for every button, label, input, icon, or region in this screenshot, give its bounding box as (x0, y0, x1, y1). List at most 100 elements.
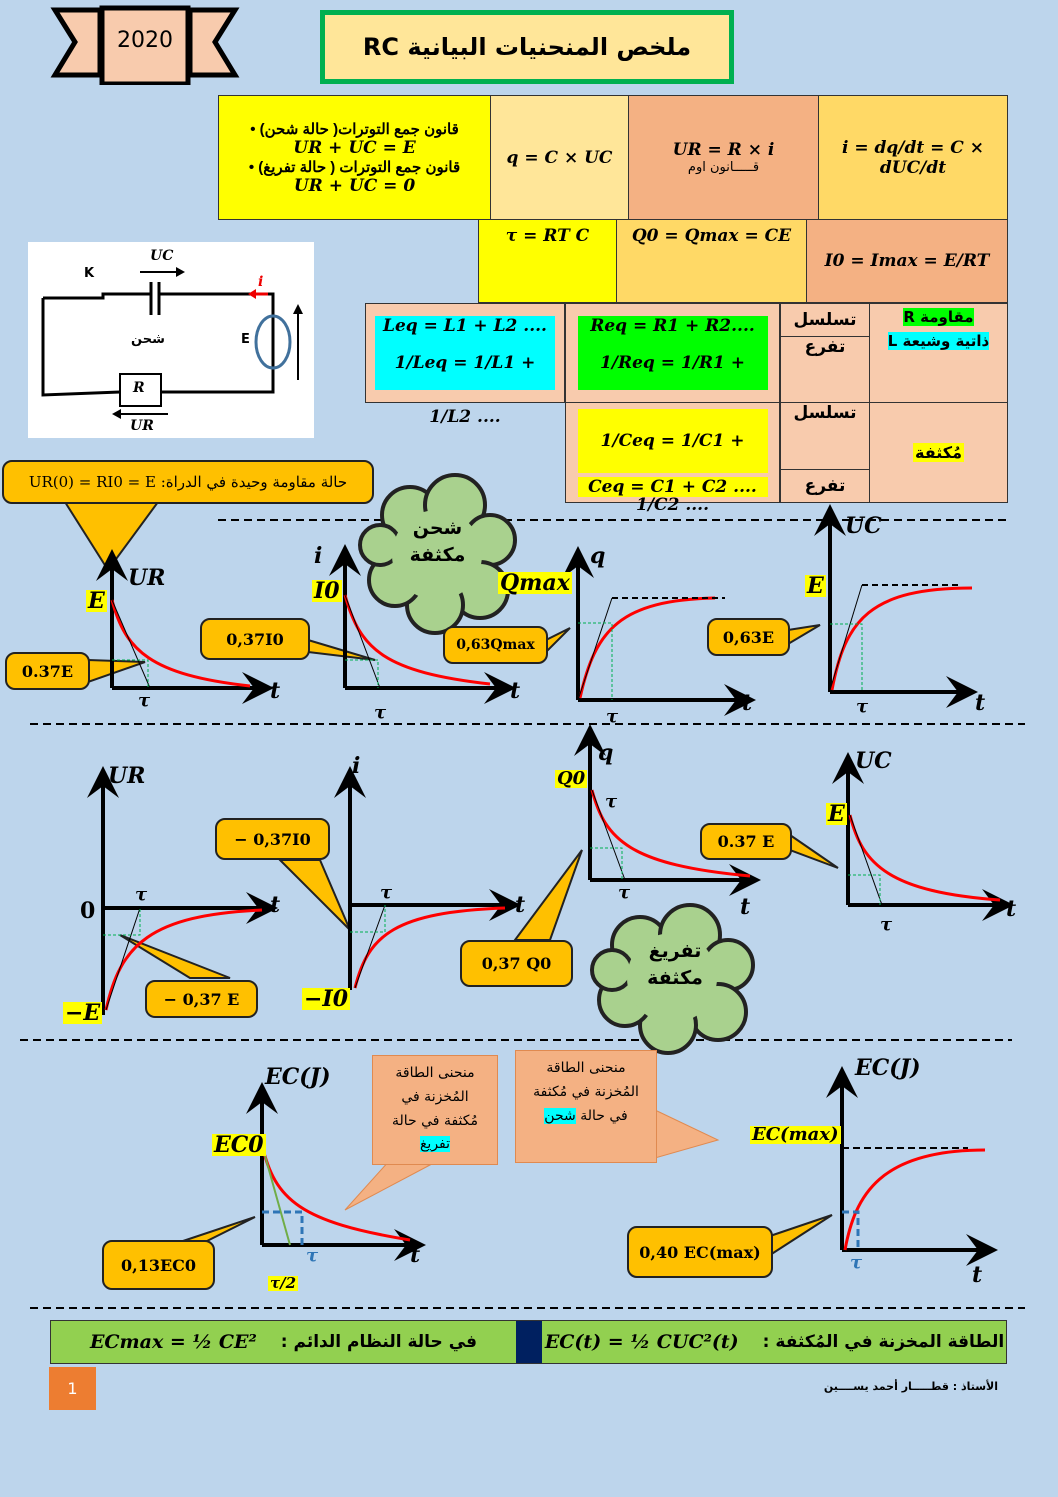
callout-037e-discharge: 0.37 E (700, 823, 792, 860)
start-label: −E (63, 1000, 103, 1026)
capacitor-type-cell: مُكثفة (869, 402, 1008, 503)
uc-label: UC (150, 248, 174, 264)
note-line: منحنى الطاقة (395, 1065, 475, 1081)
axis-label-x: t (972, 1262, 983, 1288)
charge-law-label: قانون جمع التوترات( حالة شحن) • (250, 120, 459, 138)
axis-label-y: EC(J) (855, 1055, 921, 1081)
series-label-c: تسلسل (780, 402, 870, 470)
charge-equation: UR + UC = E (293, 137, 416, 158)
tau-label: τ (850, 1252, 863, 1273)
graph-discharge-uc (832, 752, 1014, 921)
parallel-label: تفرع (780, 336, 870, 403)
callout-pointer (545, 627, 571, 655)
callout-minus-037i0: − 0,37I0 (215, 818, 330, 860)
resistor-eq-cell: Req = R1 + R2.... 1/Req = 1/R1 + 1/R2 ..… (565, 303, 780, 427)
switch-label: K (84, 266, 95, 281)
start-label: E (826, 801, 847, 827)
callout-pointer (789, 833, 839, 869)
discharge-law-label: قانون جمع التوترات ( حالة تفريغ) • (248, 158, 461, 176)
tau-label-upper: τ (605, 791, 618, 812)
energy-formula: الطاقة المخزنة في المُكثفة : EC(t) = ½ C… (542, 1321, 1007, 1363)
axis-label-x: t (270, 892, 281, 918)
graph-charge-ur (96, 549, 274, 704)
single-resistor-callout: حالة مقاومة وحيدة في الدراة: UR(0) = RI0… (2, 460, 374, 504)
graph-discharge-ur (87, 766, 278, 1015)
note-line: منحنى الطاقة (546, 1060, 626, 1076)
discharge-equation: UR + UC = 0 (293, 175, 416, 196)
tau-label: τ (880, 914, 893, 935)
axis-label-x: t (975, 690, 986, 716)
tau-label: τ (856, 696, 869, 717)
axis-label-y: q (590, 543, 606, 569)
axis-label-x: t (410, 1242, 421, 1268)
ohm-cell: UR = R × i قـــــانون اوم (628, 95, 819, 220)
callout-pointers (63, 501, 839, 1257)
axis-label-x: t (1006, 896, 1017, 922)
energy-formula-bar: في حالة النظام الدائم : ECmax = ½ CE² ال… (50, 1320, 1007, 1364)
curve (110, 599, 251, 688)
discharge-energy-note: منحنى الطاقة المُخزنة في مُكثفة في حالة … (372, 1055, 498, 1165)
steady-label: في حالة النظام الدائم : (280, 1332, 478, 1352)
steady-formula: ECmax = ½ CE² (89, 1331, 257, 1353)
graph-charge-uc (814, 504, 978, 708)
axis-label-y: UR (128, 565, 166, 591)
callout-013ec0: 0,13EC0 (102, 1240, 215, 1290)
tau-label: τ (380, 882, 393, 903)
page-number: 1 (49, 1367, 96, 1410)
callout-pointer (119, 934, 231, 979)
capacitor-label: مُكثفة (913, 443, 964, 462)
r-series: Req = R1 + R2.... (577, 316, 768, 336)
cloud-discharge (590, 903, 755, 1055)
axis-label-x: t (510, 678, 521, 704)
divider (516, 1321, 542, 1363)
tau-label: τ (618, 882, 631, 903)
start-label: E (86, 588, 107, 614)
note-highlight: تفريغ (419, 1136, 451, 1153)
axis-label-y: i (352, 753, 361, 779)
energy-label: الطاقة المخزنة في المُكثفة : (762, 1332, 1005, 1352)
axis-label-x: t (742, 690, 753, 716)
page-title: ملخص المنحنيات البيانية RC (320, 10, 734, 84)
separators (20, 519, 1025, 1309)
generator-symbol (254, 314, 292, 370)
cloud-charge-text: شحن مكثفة (409, 517, 466, 566)
callout-pointer (277, 859, 351, 931)
author-label: الأستاذ : قطـــــار أحمد يســــين (823, 1380, 998, 1393)
callout-pointer (769, 1214, 833, 1257)
axis-label-y: i (314, 543, 323, 569)
axis-label-y: UR (108, 763, 146, 789)
series-label: تسلسل (780, 303, 870, 337)
i0-cell: I0 = Imax = E/RT (806, 219, 1008, 303)
tau-label: τ (374, 702, 387, 723)
charge-energy-note: منحنى الطاقة المُخزنة في مُكثفة في حالة … (515, 1050, 657, 1163)
axis-label-x: t (740, 894, 751, 920)
equivalents-table: Leq = L1 + L2 .... 1/Leq = 1/L1 + 1/L2 .… (365, 303, 1008, 515)
origin-label: 0 (80, 898, 96, 924)
steady-state-formula: في حالة النظام الدائم : ECmax = ½ CE² (51, 1321, 516, 1363)
start-label: EC0 (212, 1132, 266, 1158)
ohm-label: قـــــانون اوم (687, 160, 760, 175)
tau-label: τ (135, 884, 148, 905)
energy-formula-text: EC(t) = ½ CUC²(t) (544, 1331, 739, 1353)
note-line: المُخزنة في مُكثفة (533, 1083, 639, 1100)
capacitor-eq-cell: 1/Ceq = 1/C1 + 1/C2 .... Ceq = C1 + C2 .… (565, 402, 780, 515)
cloud-charge (358, 473, 517, 635)
axis-label-y: UC (855, 748, 892, 774)
note-line: المُخزنة في (401, 1088, 469, 1105)
tau-label: τ (138, 690, 151, 711)
graph-discharge-q (574, 724, 761, 896)
axis-label-y: UC (845, 513, 882, 539)
charge-state-label: شحن (131, 332, 165, 347)
callout-pointer (63, 501, 160, 572)
tau-cell: τ = RT C (478, 219, 617, 303)
axis-label-y: q (598, 740, 614, 766)
note-pointer (344, 1159, 432, 1211)
current-formula-cell: i = dq/dt = C × dUC/dt (818, 95, 1008, 220)
l-parallel: 1/Leq = 1/L1 + 1/L2 .... (375, 336, 555, 427)
start-label: −I0 (302, 986, 351, 1012)
callout-037i0: 0,37I0 (200, 618, 310, 660)
axis-label-x: t (515, 892, 526, 918)
resistor-label: R (133, 380, 145, 396)
